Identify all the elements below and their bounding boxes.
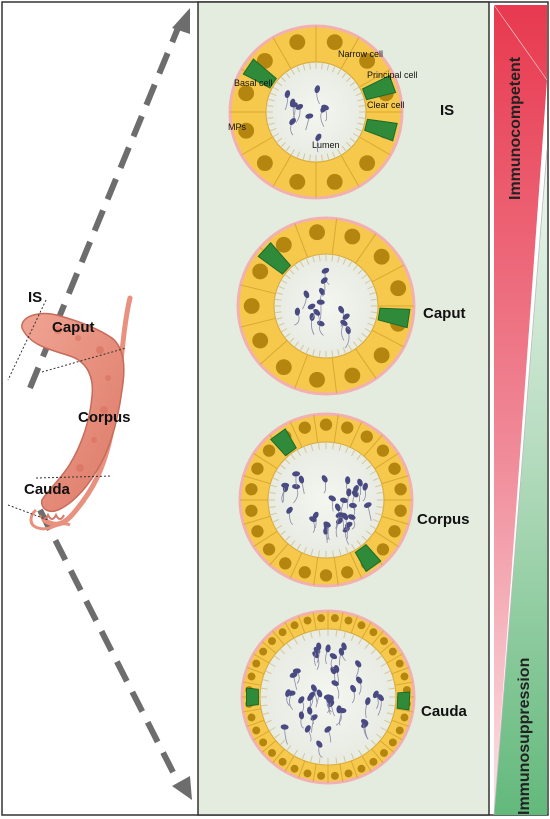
- clear-cell: [257, 242, 292, 275]
- cross-section-is: [228, 24, 404, 200]
- sperm-cluster: [281, 471, 372, 545]
- label-mps: MPs: [228, 122, 247, 132]
- sperm-cluster: [284, 85, 329, 153]
- immunosuppression-label: Immunosuppression: [516, 658, 533, 815]
- section-label-cauda: Cauda: [421, 703, 468, 720]
- label-lumen: Lumen: [312, 140, 340, 150]
- cross-section-cauda: [240, 609, 416, 785]
- microvilli: [274, 254, 378, 358]
- section-label-corpus: Corpus: [417, 511, 470, 528]
- clear-cell: [245, 687, 259, 707]
- organ-label-cauda: Cauda: [24, 481, 71, 498]
- arrow-head-down: [172, 776, 192, 800]
- clear-cell: [354, 544, 382, 573]
- immunocompetent-wedge: [494, 5, 547, 815]
- arrow-head-up: [172, 8, 190, 34]
- microvilli: [266, 62, 366, 162]
- clear-cell: [242, 58, 277, 89]
- sperm-cluster: [280, 642, 384, 758]
- label-principal-cell: Principal cell: [367, 70, 418, 80]
- immunocompetent-label: Immunocompetent: [507, 56, 524, 200]
- sperm-cluster: [294, 267, 351, 349]
- section-label-is: IS: [440, 102, 454, 119]
- label-clear-cell: Clear cell: [367, 100, 405, 110]
- clear-cell: [396, 691, 411, 711]
- organ-label-is: IS: [28, 289, 42, 306]
- microvilli: [268, 442, 384, 558]
- epididymis-organ: IS Caput Corpus Cauda: [7, 289, 133, 531]
- clear-cell: [270, 428, 297, 457]
- organ-label-caput: Caput: [52, 319, 95, 336]
- clear-cell: [364, 118, 398, 142]
- clear-cell: [361, 74, 397, 101]
- organ-label-corpus: Corpus: [78, 409, 131, 426]
- dashed-arrows: [27, 26, 181, 784]
- is-cell-labels: Narrow cell Principal cell Basal cell Cl…: [228, 49, 418, 150]
- clear-cell: [377, 307, 411, 329]
- cross-section-caput: [236, 216, 416, 396]
- microvilli: [260, 629, 396, 765]
- label-basal-cell: Basal cell: [234, 78, 273, 88]
- section-label-caput: Caput: [423, 305, 466, 322]
- cross-section-corpus: [238, 412, 414, 588]
- label-narrow-cell: Narrow cell: [338, 49, 383, 59]
